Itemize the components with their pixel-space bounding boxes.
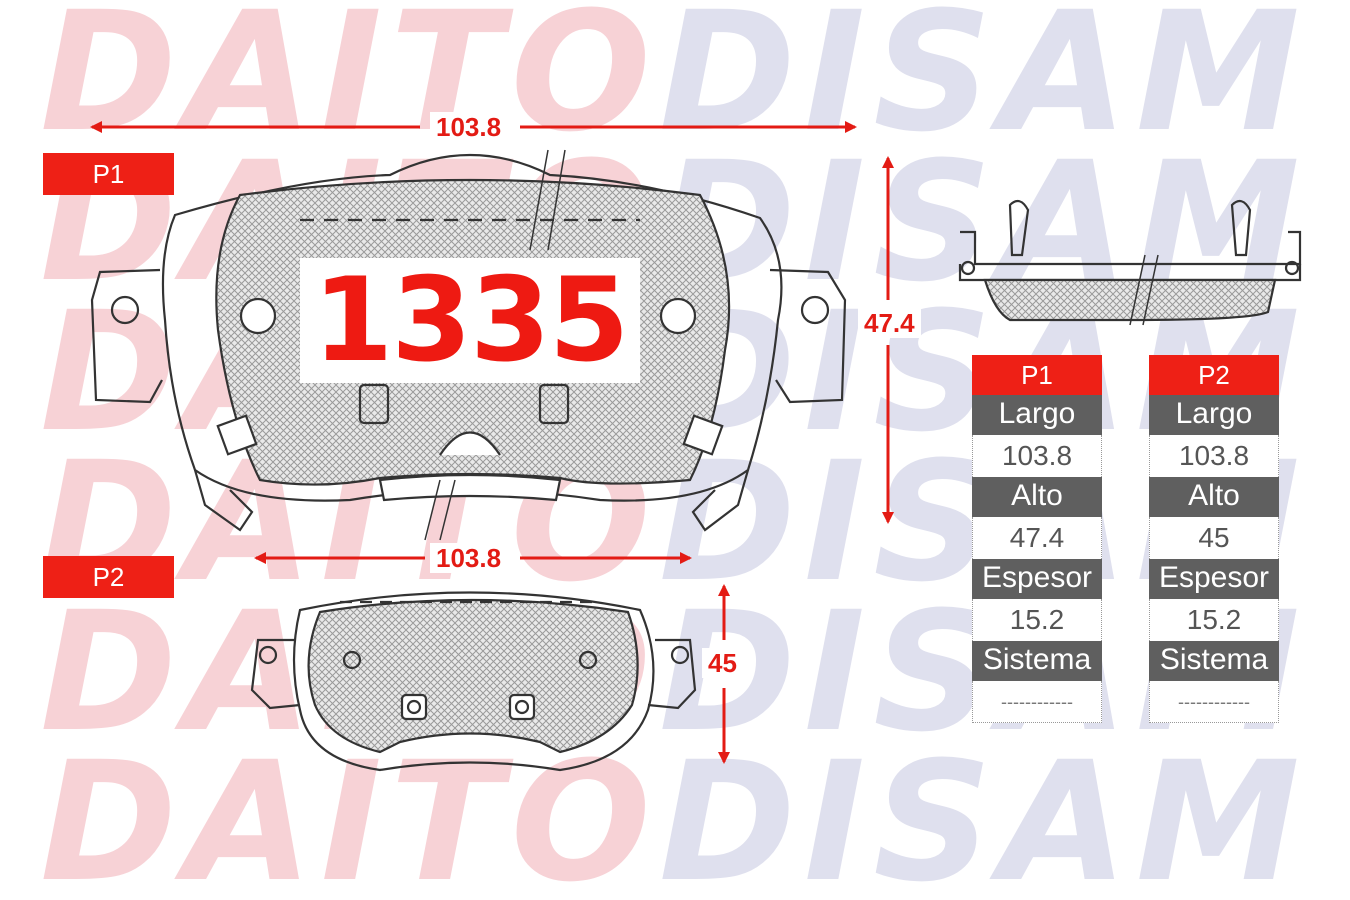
spec-table-p1: P1 Largo 103.8 Alto 47.4 Espesor 15.2 Si… bbox=[972, 355, 1102, 723]
spec-value: ------------ bbox=[972, 681, 1102, 723]
spec-value: 103.8 bbox=[972, 435, 1102, 477]
p1-right-ear bbox=[769, 268, 847, 404]
spec-label: Alto bbox=[972, 477, 1102, 517]
p2-backing-plate bbox=[292, 591, 655, 772]
spec-label: Largo bbox=[1149, 395, 1279, 435]
dimension-lines bbox=[90, 121, 894, 764]
p1-height-label: 47.4 bbox=[858, 308, 921, 338]
p2-tag: P2 bbox=[43, 556, 174, 598]
p2-left-ear bbox=[250, 638, 301, 710]
p1-left-ear bbox=[90, 268, 163, 404]
spec-value: 15.2 bbox=[972, 599, 1102, 641]
watermark-row: DAITODISAM bbox=[40, 726, 1308, 900]
spec-value: 45 bbox=[1149, 517, 1279, 559]
spec-value: ------------ bbox=[1149, 681, 1279, 723]
spec-label: Espesor bbox=[972, 559, 1102, 599]
side-view-friction bbox=[983, 278, 1277, 322]
spec-label: Sistema bbox=[972, 641, 1102, 681]
spec-header: P1 bbox=[972, 355, 1102, 395]
spec-label: Largo bbox=[972, 395, 1102, 435]
p2-height-label: 45 bbox=[702, 648, 743, 678]
watermark-row: DAITODISAM bbox=[40, 0, 1308, 168]
p2-friction-material bbox=[307, 598, 639, 754]
spec-header: P2 bbox=[1149, 355, 1279, 395]
spec-value: 15.2 bbox=[1149, 599, 1279, 641]
pad-side-view-drawing bbox=[958, 199, 1302, 326]
spec-value: 103.8 bbox=[1149, 435, 1279, 477]
p2-width-label: 103.8 bbox=[430, 543, 508, 573]
pad-p2-drawing bbox=[250, 591, 697, 772]
p1-backing-plate bbox=[161, 153, 783, 502]
spec-table-p2: P2 Largo 103.8 Alto 45 Espesor 15.2 Sist… bbox=[1149, 355, 1279, 723]
spec-value: 47.4 bbox=[972, 517, 1102, 559]
model-number: 1335 bbox=[300, 258, 640, 383]
p1-tag: P1 bbox=[43, 153, 174, 195]
spec-label: Sistema bbox=[1149, 641, 1279, 681]
spec-label: Alto bbox=[1149, 477, 1279, 517]
spec-label: Espesor bbox=[1149, 559, 1279, 599]
p2-right-ear bbox=[647, 638, 697, 710]
p1-width-label: 103.8 bbox=[430, 112, 508, 142]
